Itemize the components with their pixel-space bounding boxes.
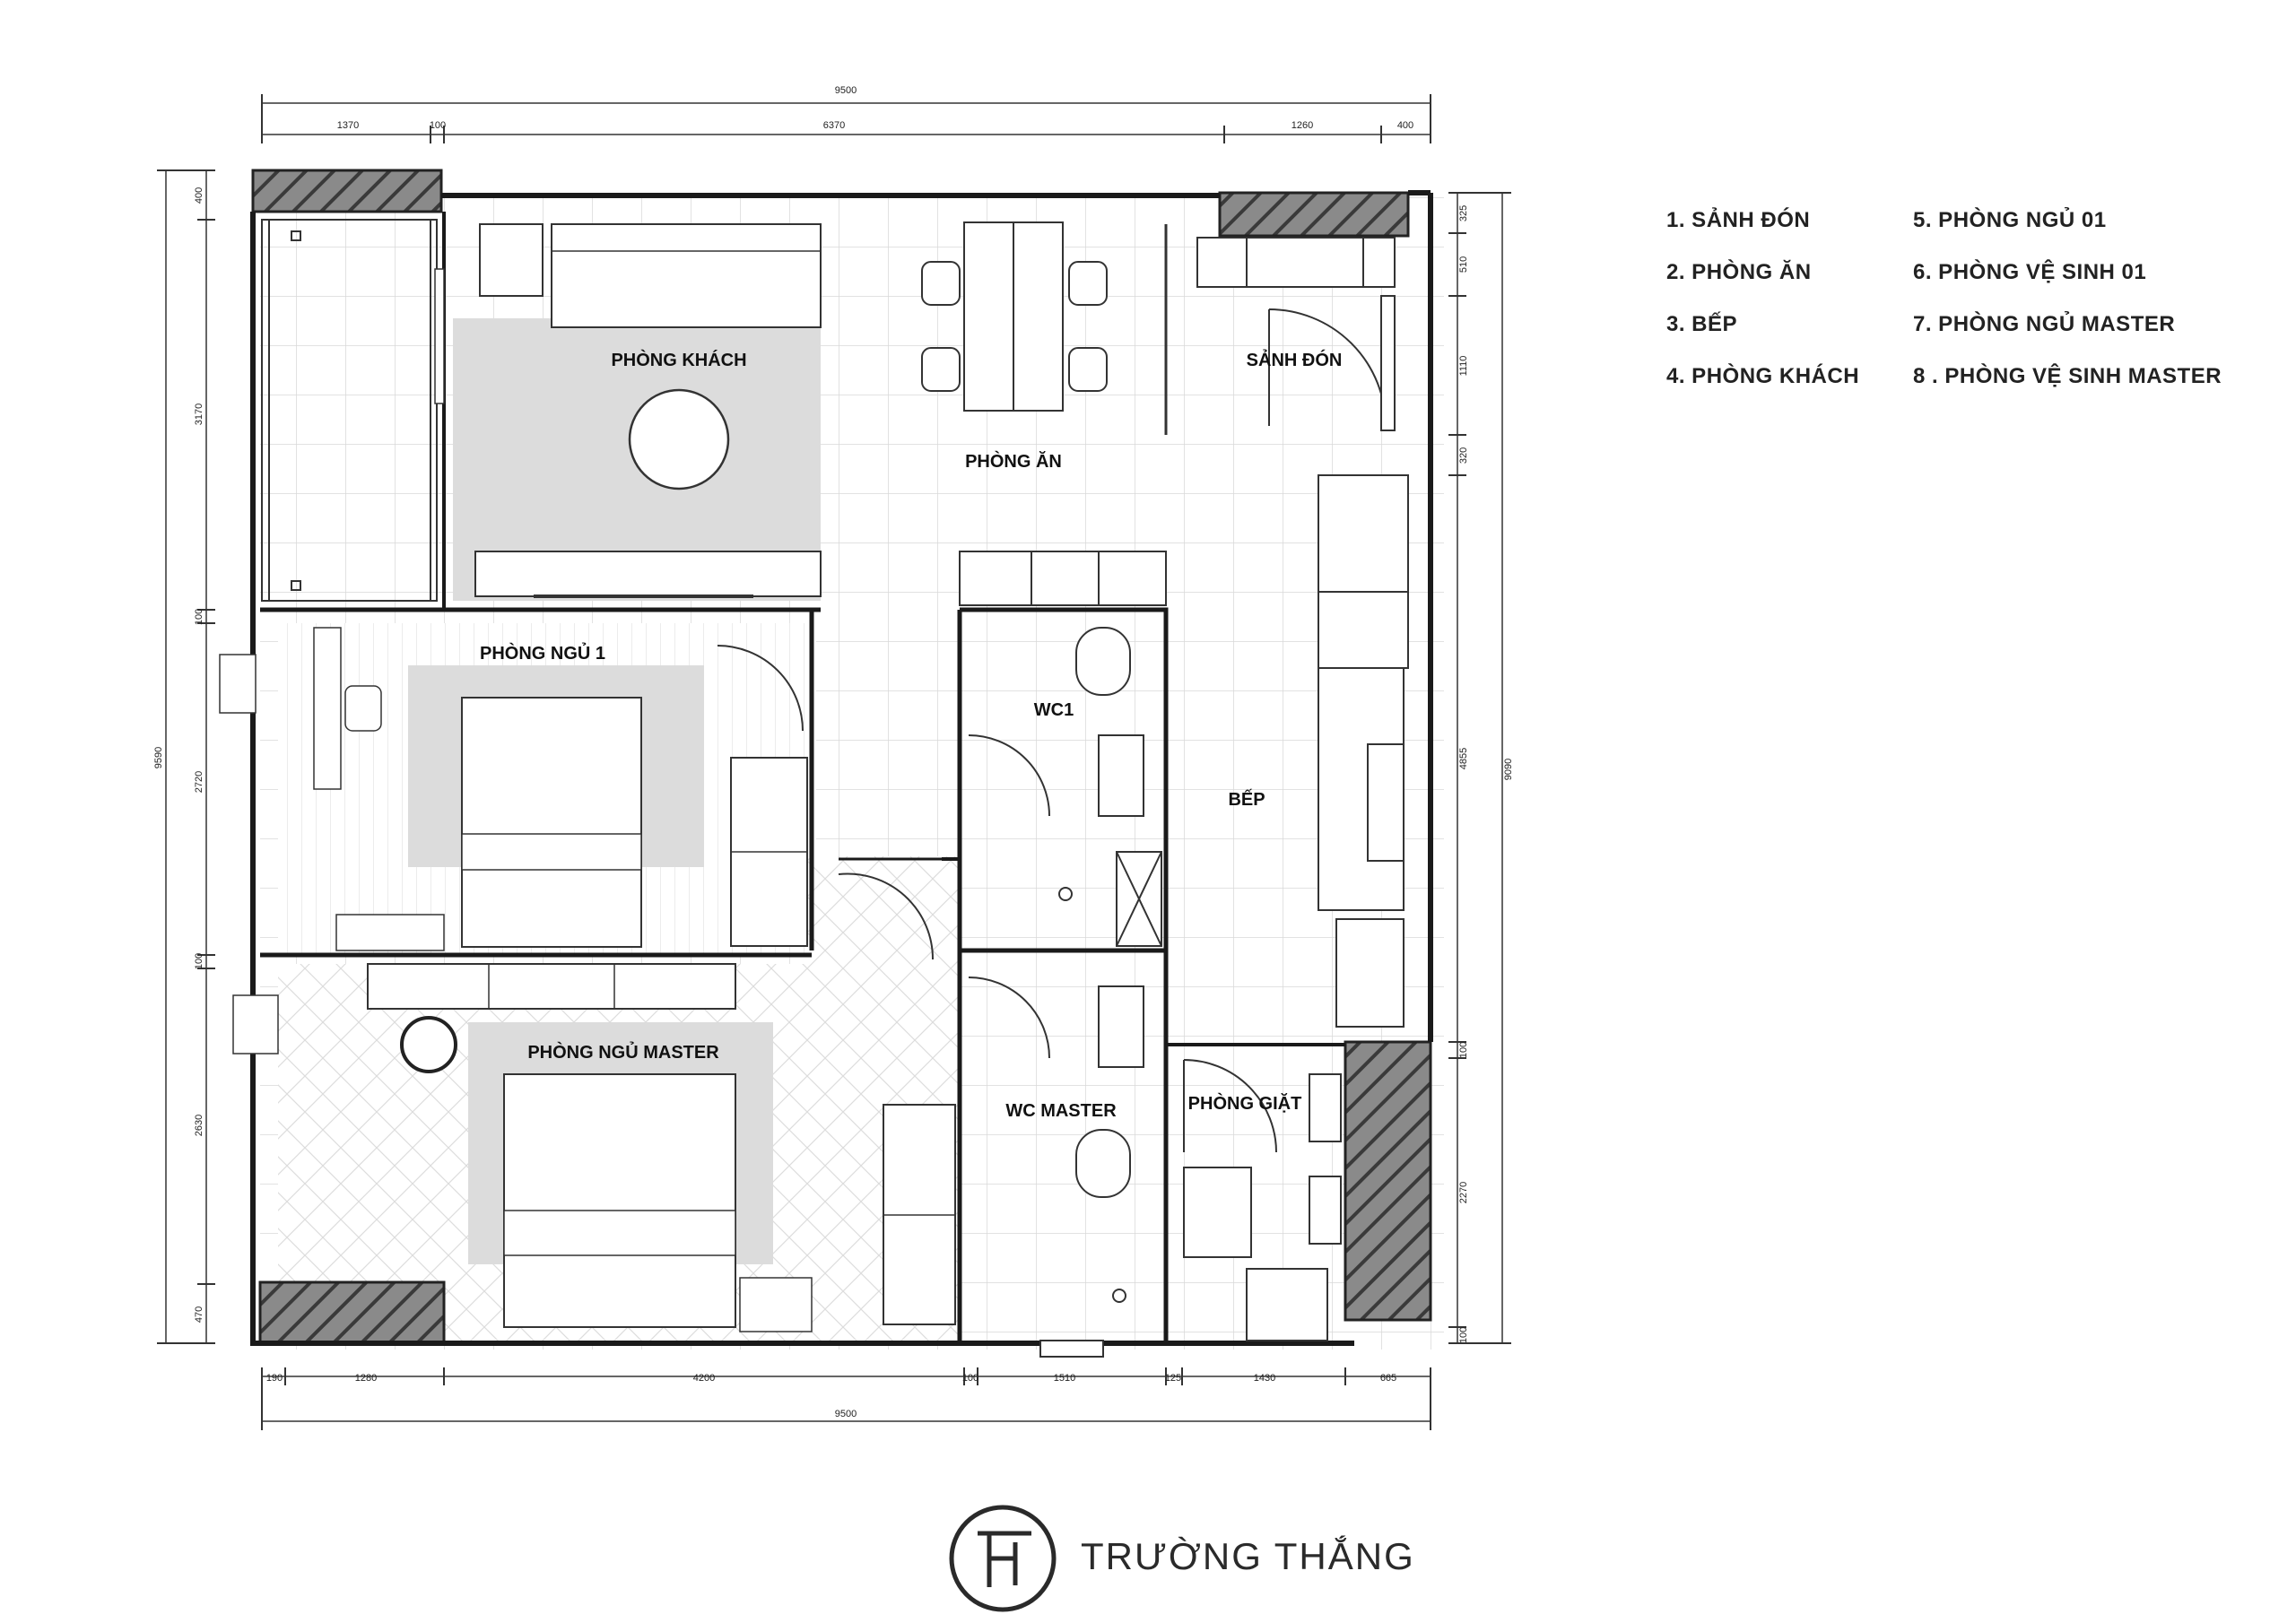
structural-columns: [251, 169, 1432, 1345]
dimension-ticks: [157, 94, 1511, 1430]
dim-left-total: 9590: [153, 747, 164, 768]
room-label-bep: BẾP: [1228, 789, 1265, 810]
dim-left-3: 2720: [194, 771, 204, 793]
legend-item-3: 3. BẾP: [1666, 312, 1738, 336]
dim-left-6: 470: [194, 1306, 204, 1323]
dim-right-2: 1110: [1458, 356, 1469, 377]
dim-right-3: 320: [1458, 447, 1469, 464]
dimension-labels-left: 9590 400 3170 100 2720 100 2630 470 325 …: [153, 187, 1514, 1343]
legend-item-5: 5. PHÒNG NGỦ 01: [1913, 208, 2107, 232]
dim-bottom-2: 4200: [693, 1373, 715, 1384]
laundry: [1183, 1059, 1342, 1341]
legend-item-1: 1. SẢNH ĐÓN: [1666, 208, 1811, 232]
dim-top-3: 1260: [1292, 120, 1313, 131]
dim-bottom-7: 665: [1380, 1373, 1396, 1384]
legend-item-4: 4. PHÒNG KHÁCH: [1666, 364, 1860, 388]
wc-master: [968, 976, 1144, 1358]
dim-left-5: 2630: [194, 1115, 204, 1136]
room-label-phong-ngu-master: PHÒNG NGỦ MASTER: [527, 1041, 719, 1063]
dim-bottom-1: 1280: [355, 1373, 377, 1384]
dim-bottom-3: 100: [962, 1373, 978, 1384]
room-label-phong-khach: PHÒNG KHÁCH: [611, 349, 746, 370]
dimension-labels: 9500 1370 100 6370 1260 400 190 1280 420…: [266, 85, 1413, 1419]
dim-top-4: 400: [1397, 120, 1413, 131]
room-label-phong-ngu-1: PHÒNG NGỦ 1: [480, 642, 605, 664]
dim-top-0: 1370: [337, 120, 359, 131]
dim-bottom-6: 1430: [1254, 1373, 1275, 1384]
dim-right-1: 510: [1458, 256, 1469, 273]
dim-bottom-4: 1510: [1054, 1373, 1075, 1384]
living-room: [434, 223, 822, 601]
dim-right-0: 325: [1458, 205, 1469, 221]
dining-area: [921, 221, 1108, 412]
legend-item-8: 8 . PHÒNG VỆ SINH MASTER: [1913, 364, 2222, 388]
master-bedroom: [232, 872, 956, 1332]
kitchen: [959, 474, 1409, 1028]
dimension-lines: [165, 102, 1503, 1422]
bedroom-1: [219, 627, 808, 951]
dim-top-total: 9500: [835, 85, 857, 96]
room-label-phong-an: PHÒNG ĂN: [965, 450, 1062, 472]
dim-bottom-5: 125: [1165, 1373, 1181, 1384]
dim-bottom-total: 9500: [835, 1409, 857, 1419]
legend-item-2: 2. PHÒNG ĂN: [1666, 260, 1812, 284]
dim-right-4: 4855: [1458, 748, 1469, 769]
balcony: [261, 219, 438, 602]
dim-left-2: 100: [194, 609, 204, 625]
dim-left-0: 400: [194, 187, 204, 204]
dim-right-7: 100: [1458, 1327, 1469, 1343]
room-label-phong-giat: PHÒNG GIẶT: [1188, 1092, 1302, 1114]
room-label-sanh-don: SẢNH ĐÓN: [1247, 349, 1343, 370]
dim-left-4: 100: [194, 953, 204, 969]
dim-bottom-0: 190: [266, 1373, 283, 1384]
room-labels: PHÒNG KHÁCH PHÒNG ĂN SẢNH ĐÓN PHÒNG NGỦ …: [480, 349, 1342, 1121]
wc1: [968, 627, 1162, 947]
dim-right-6: 2270: [1458, 1182, 1469, 1203]
dim-right-total: 9090: [1503, 759, 1514, 780]
brand-name: TRƯỜNG THẮNG: [1081, 1535, 1415, 1577]
dim-top-1: 100: [430, 120, 446, 131]
walls: [250, 190, 1433, 1346]
dim-left-1: 3170: [194, 404, 204, 425]
legend-item-7: 7. PHÒNG NGỦ MASTER: [1913, 312, 2176, 336]
dim-right-5: 100: [1458, 1042, 1469, 1058]
tt-monogram-logo: [949, 1505, 1057, 1612]
room-label-wc-master: WC MASTER: [1005, 1101, 1117, 1121]
dim-top-2: 6370: [823, 120, 845, 131]
entrance: [1164, 224, 1396, 435]
legend-item-6: 6. PHÒNG VỆ SINH 01: [1913, 260, 2147, 284]
room-label-wc1: WC1: [1034, 700, 1074, 720]
